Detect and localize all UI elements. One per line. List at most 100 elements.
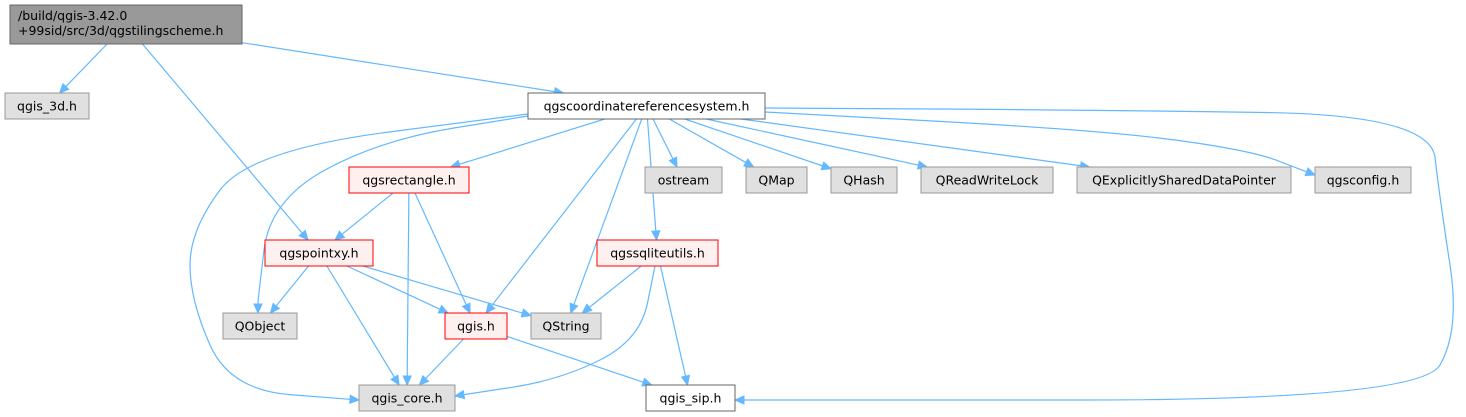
- node-box-qstring: [530, 312, 602, 340]
- edge-root-to-qgspointxy-arrowhead: [298, 229, 309, 241]
- node-qgis_sip[interactable]: qgis_sip.h: [645, 384, 736, 412]
- node-label-root: +99sid/src/3d/qgstilingscheme.h: [18, 23, 223, 38]
- node-qgis_3d[interactable]: qgis_3d.h: [4, 92, 90, 120]
- edge-qgspointxy-to-qobject: [275, 265, 309, 307]
- node-box-qgssqliteutils: [596, 239, 719, 267]
- edge-qgscrs-to-qgssqliteutils-arrowhead: [651, 230, 661, 242]
- node-label-root: /build/qgis-3.42.0: [18, 8, 127, 23]
- node-box-root: [9, 4, 243, 45]
- edge-qgssqliteutils-to-qstring: [588, 265, 642, 308]
- node-box-qobject: [222, 312, 298, 340]
- edge-qgssqliteutils-to-qgis_core-arrowhead: [453, 389, 466, 400]
- node-label-qgspointxy: qgspointxy.h: [279, 246, 358, 261]
- edge-qgscrs-to-qexplicit: [740, 118, 1081, 167]
- edge-qgscrs-to-qobject-arrowhead: [253, 303, 263, 315]
- node-box-qhash: [830, 166, 898, 194]
- node-label-qgis_sip: qgis_sip.h: [660, 391, 722, 406]
- edge-qgscrs-to-qgsconfig-arrowhead: [1304, 167, 1317, 177]
- edge-qgscrs-to-qstring: [573, 118, 643, 305]
- edge-qgsrectangle-to-qgis_core: [406, 192, 410, 377]
- node-qgis_core[interactable]: qgis_core.h: [358, 384, 456, 412]
- node-label-qhash: QHash: [843, 173, 884, 188]
- edge-qgspointxy-to-qgis_h: [346, 265, 441, 310]
- node-qreadwritelock[interactable]: QReadWriteLock: [920, 166, 1054, 194]
- node-label-qgscrs: qgscoordinatereferencesystem.h: [544, 99, 750, 114]
- node-box-qgis_3d: [4, 92, 90, 120]
- node-label-qgssqliteutils: qgssqliteutils.h: [610, 246, 705, 261]
- node-qgsrectangle[interactable]: qgsrectangle.h: [348, 166, 470, 194]
- edge-root-to-qgis_3d: [65, 43, 108, 87]
- node-label-qgis_h: qgis.h: [457, 319, 495, 334]
- node-qhash[interactable]: QHash: [830, 166, 898, 194]
- node-qmap[interactable]: QMap: [745, 166, 808, 194]
- edge-qgspointxy-to-qobject-arrowhead: [269, 302, 281, 314]
- node-label-qgsconfig: qgsconfig.h: [1327, 173, 1400, 188]
- node-box-ostream: [644, 166, 723, 194]
- edge-qgscrs-to-qhash: [684, 118, 823, 167]
- node-qgis_h[interactable]: qgis.h: [444, 312, 508, 340]
- node-box-qgsrectangle: [348, 166, 470, 194]
- node-qgsconfig[interactable]: qgsconfig.h: [1314, 166, 1412, 194]
- edge-qgsrectangle-to-qgspointxy: [341, 192, 394, 235]
- node-box-qgscrs: [527, 92, 766, 120]
- edge-qgscrs-to-ostream-arrowhead: [668, 156, 678, 169]
- edge-qgspointxy-to-qstring: [362, 265, 523, 314]
- node-label-qexplicit: QExplicitlySharedDataPointer: [1092, 173, 1277, 188]
- edge-qgis_h-to-qgis_core-arrowhead: [418, 374, 430, 386]
- edge-qgscrs-to-qgis_h: [491, 118, 637, 307]
- edge-qgssqliteutils-to-qgis_sip-arrowhead: [680, 374, 691, 387]
- edge-qgsrectangle-to-qgis_h: [414, 192, 467, 306]
- node-box-qgis_sip: [645, 384, 736, 412]
- node-box-qgis_core: [358, 384, 456, 412]
- edge-qgssqliteutils-to-qgis_core: [463, 265, 656, 396]
- edge-qgscrs-to-qreadwritelock: [706, 118, 919, 166]
- edge-qgsrectangle-to-qgis_core-arrowhead: [402, 375, 412, 387]
- node-box-qexplicit: [1076, 166, 1292, 194]
- node-qexplicit[interactable]: QExplicitlySharedDataPointer: [1076, 166, 1292, 194]
- edges-layer: [58, 42, 1454, 405]
- node-root[interactable]: /build/qgis-3.42.0+99sid/src/3d/qgstilin…: [9, 4, 243, 45]
- node-ostream[interactable]: ostream: [644, 166, 723, 194]
- edge-qgsrectangle-to-qgspointxy-arrowhead: [334, 230, 346, 241]
- node-box-qgis_h: [444, 312, 508, 340]
- edge-qgscrs-to-qmap: [669, 118, 747, 164]
- node-label-qreadwritelock: QReadWriteLock: [936, 173, 1040, 188]
- edge-qgscrs-to-qgis_core-arrowhead: [349, 394, 361, 405]
- node-qgspointxy[interactable]: qgspointxy.h: [264, 239, 374, 267]
- node-label-ostream: ostream: [658, 173, 709, 188]
- node-qgscrs[interactable]: qgscoordinatereferencesystem.h: [527, 92, 766, 120]
- edge-root-to-qgscrs: [241, 42, 555, 93]
- edge-qgscrs-to-qgis_h-arrowhead: [485, 302, 496, 314]
- edge-qgscrs-to-qgis_core: [189, 113, 529, 400]
- edge-qgscrs-to-qgsrectangle: [459, 118, 605, 165]
- edge-qgscrs-to-qhash-arrowhead: [820, 161, 833, 171]
- edge-qgssqliteutils-to-qstring-arrowhead: [581, 303, 593, 314]
- edge-qgspointxy-to-qgis_core-arrowhead: [390, 374, 400, 387]
- node-label-qstring: QString: [542, 319, 589, 334]
- node-qobject[interactable]: QObject: [222, 312, 298, 340]
- node-label-qgis_3d: qgis_3d.h: [17, 99, 77, 114]
- node-qstring[interactable]: QString: [530, 312, 602, 340]
- node-label-qmap: QMap: [758, 173, 794, 188]
- node-box-qgspointxy: [264, 239, 374, 267]
- nodes-layer: /build/qgis-3.42.0+99sid/src/3d/qgstilin…: [4, 4, 1412, 412]
- node-box-qreadwritelock: [920, 166, 1054, 194]
- node-label-qgis_core: qgis_core.h: [371, 391, 442, 406]
- node-qgssqliteutils[interactable]: qgssqliteutils.h: [596, 239, 719, 267]
- node-box-qmap: [745, 166, 808, 194]
- edge-root-to-qgspointxy: [142, 43, 303, 234]
- edge-qgis_h-to-qgis_core: [425, 338, 464, 379]
- edge-qgssqliteutils-to-qgis_sip: [659, 265, 687, 377]
- edge-qgscrs-to-qstring-arrowhead: [569, 302, 579, 315]
- edge-qgsrectangle-to-qgis_h-arrowhead: [461, 302, 471, 315]
- edge-root-to-qgis_3d-arrowhead: [58, 82, 70, 94]
- node-label-qobject: QObject: [235, 319, 286, 334]
- node-box-qgsconfig: [1314, 166, 1412, 194]
- edge-qgscrs-to-qgis_sip: [744, 107, 1454, 401]
- edge-qgspointxy-to-qgis_h-arrowhead: [437, 304, 450, 314]
- edge-qgis_h-to-qgis_sip: [506, 335, 644, 383]
- edge-qgspointxy-to-qstring-arrowhead: [520, 308, 533, 318]
- edge-qgscrs-to-qgsconfig: [764, 111, 1307, 173]
- edge-qgscrs-to-ostream: [652, 118, 674, 160]
